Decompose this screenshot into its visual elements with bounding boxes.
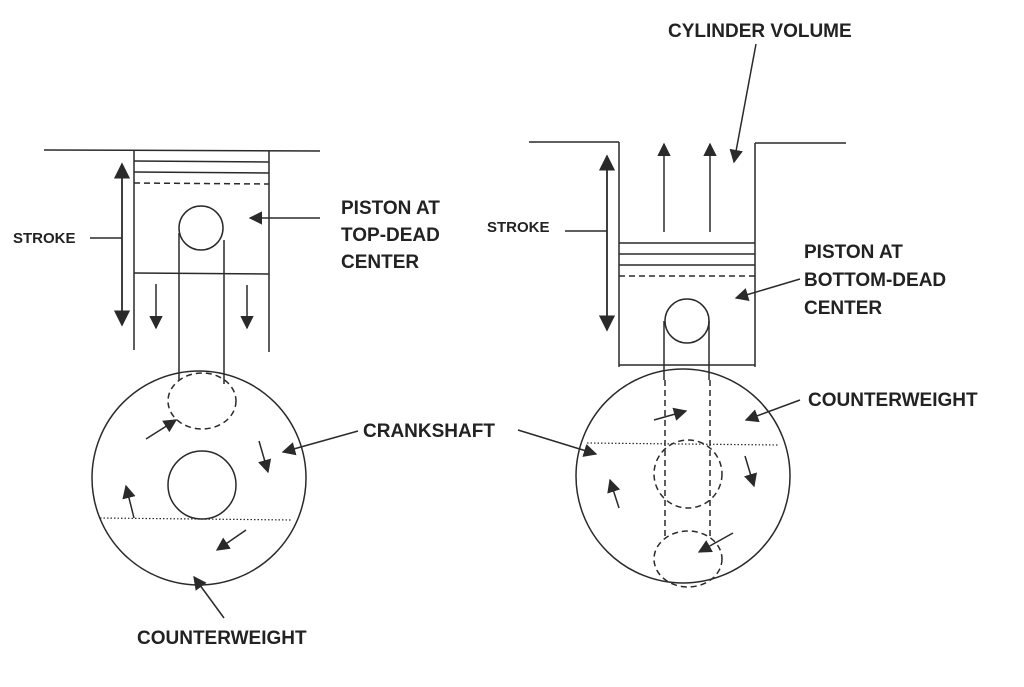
left-piston-ring-1 [133, 160, 270, 163]
left-stroke-label: STROKE [13, 230, 76, 247]
left-piston-ring-dashed [133, 182, 270, 185]
left-main-journal [167, 450, 237, 520]
left-counterweight-label: COUNTERWEIGHT [137, 628, 307, 649]
left-piston-label-line-1: PISTON AT [341, 198, 440, 219]
left-piston-ring-2 [133, 171, 270, 174]
left-rotation-arrow-4 [122, 484, 136, 519]
left-piston-label-line-2: TOP-DEAD [341, 225, 440, 246]
right-piston-label-line-2: BOTTOM-DEAD [804, 270, 946, 291]
left-rotation-arrow-2 [258, 440, 272, 474]
left-block-top-line [43, 149, 321, 152]
left-rotation-arrow-3 [215, 529, 247, 551]
right-stroke-label: STROKE [487, 219, 550, 236]
right-counterweight-divider [586, 442, 779, 446]
right-piston-label-line-3: CENTER [804, 298, 882, 319]
left-assembly [43, 149, 359, 619]
right-rotation-arrow-1 [653, 407, 688, 421]
right-rotation-arrow-4 [607, 478, 621, 509]
right-counterweight-label: COUNTERWEIGHT [808, 390, 978, 411]
crankshaft-label: CRANKSHAFT [363, 421, 495, 442]
left-crankpin-dashed [167, 372, 237, 430]
right-piston-label-arrow [734, 278, 801, 302]
cylinder-volume-label: CYLINDER VOLUME [668, 21, 852, 42]
right-counterweight-label-arrow [744, 399, 801, 423]
cylinder-volume-arrow [729, 43, 757, 164]
left-wrist-pin [178, 205, 224, 251]
right-piston-label-line-1: PISTON AT [804, 242, 903, 263]
right-main-journal-dashed [653, 439, 723, 509]
left-counterweight-divider [99, 517, 293, 521]
left-piston-bottom [133, 272, 270, 275]
right-crankshaft-label-arrow [517, 429, 598, 457]
left-piston-label-line-3: CENTER [341, 252, 419, 273]
right-wrist-pin [664, 298, 710, 344]
right-rotation-arrow-3 [697, 532, 734, 553]
right-assembly [517, 43, 846, 588]
right-rotation-arrow-2 [744, 455, 757, 488]
right-crankpin-dashed [653, 530, 723, 588]
left-crankshaft-label-arrow [281, 430, 359, 456]
left-rotation-arrow-1 [145, 419, 178, 440]
left-crankshaft-disc [91, 370, 307, 586]
left-counterweight-label-arrow [193, 575, 225, 619]
right-crankshaft-disc [575, 368, 791, 584]
